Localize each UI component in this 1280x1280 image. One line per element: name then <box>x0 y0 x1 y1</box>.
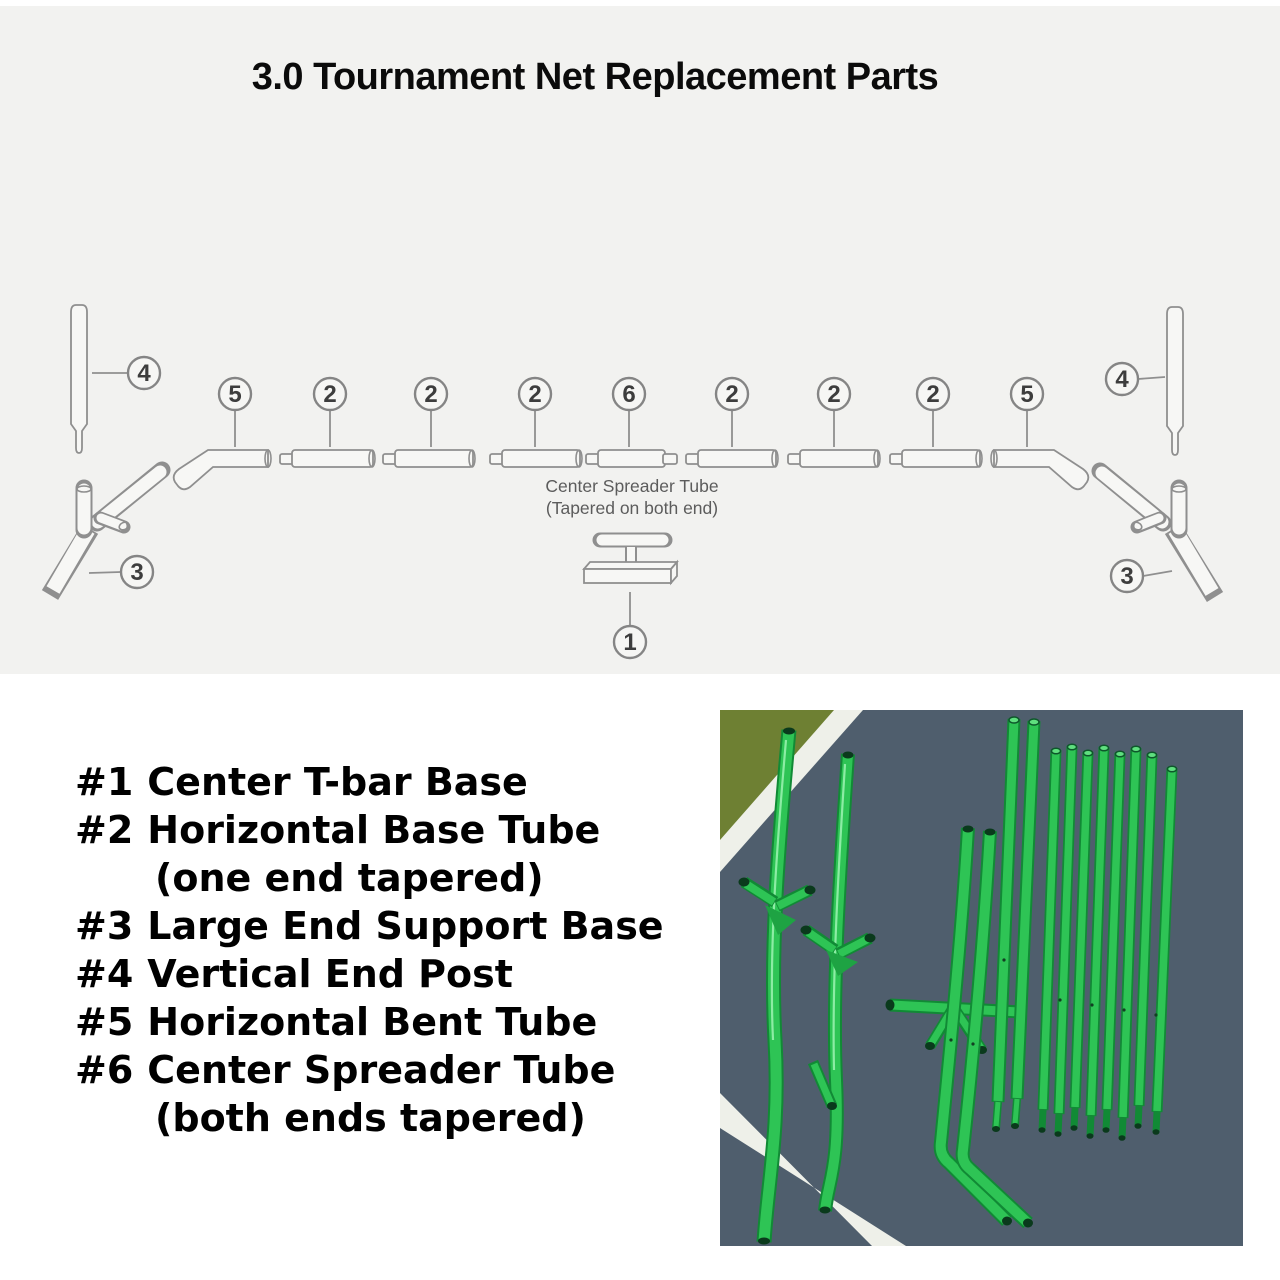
part-name: Horizontal Base Tube <box>147 808 601 852</box>
part-name: Center T-bar Base <box>147 760 528 804</box>
part-name: Center Spreader Tube <box>147 1048 616 1092</box>
parts-list-item: #2 Horizontal Base Tube (one end tapered) <box>75 806 735 902</box>
center-note-line2: (Tapered on both end) <box>546 498 718 518</box>
base-tube <box>382 449 476 468</box>
court-line-top <box>720 710 863 872</box>
tube-bundle <box>949 743 1178 1141</box>
base-tube <box>685 449 779 468</box>
support-base-a <box>738 727 816 1245</box>
part-name: Horizontal Bent Tube <box>147 1000 598 1044</box>
callout-5-left: 5 <box>217 376 253 447</box>
callout-2b: 2 <box>413 376 449 447</box>
center-note-line1: Center Spreader Tube <box>545 476 718 496</box>
part-note: (both ends tapered) <box>155 1096 586 1140</box>
callout-2f: 2 <box>915 376 951 447</box>
parts-list-item: #1 Center T-bar Base <box>75 758 735 806</box>
svg-text:3: 3 <box>1120 563 1133 590</box>
svg-text:2: 2 <box>424 381 437 408</box>
callout-5-right: 5 <box>1009 376 1045 447</box>
part-number: #5 <box>75 1000 134 1044</box>
callout-2a: 2 <box>312 376 348 447</box>
callout-4-left: 4 <box>92 355 162 391</box>
svg-text:3: 3 <box>130 559 143 586</box>
center-spreader-tube <box>585 449 678 468</box>
base-tube <box>489 449 583 468</box>
bundle-tube <box>1037 747 1062 1133</box>
part-number: #2 <box>75 808 134 852</box>
parts-list-item: #4 Vertical End Post <box>75 950 735 998</box>
bundle-tube <box>1133 751 1158 1129</box>
part-number: #4 <box>75 952 134 996</box>
vertical-end-post-right <box>1166 306 1184 456</box>
svg-text:2: 2 <box>528 381 541 408</box>
svg-text:2: 2 <box>725 381 738 408</box>
page-title: 3.0 Tournament Net Replacement Parts <box>251 56 939 98</box>
svg-text:2: 2 <box>926 381 939 408</box>
parts-diagram: Center Spreader Tube (Tapered on both en… <box>41 304 1224 660</box>
base-tube <box>279 449 376 468</box>
callout-2d: 2 <box>714 376 750 447</box>
callout-2c: 2 <box>517 376 553 447</box>
bundle-tube <box>1151 765 1178 1135</box>
part-number: #3 <box>75 904 134 948</box>
horizontal-base-tubes <box>279 449 983 468</box>
svg-text:5: 5 <box>228 381 241 408</box>
horizontal-bent-tube-right <box>990 449 1090 491</box>
callout-4-right: 4 <box>1104 361 1166 397</box>
part-number: #6 <box>75 1048 134 1092</box>
bundle-tube <box>1053 743 1078 1137</box>
callout-1: 1 <box>612 592 648 660</box>
product-photo <box>720 710 1243 1246</box>
part-name: Vertical End Post <box>147 952 513 996</box>
bent-tube-pair <box>933 825 1033 1229</box>
part-number: #1 <box>75 760 134 804</box>
vertical-end-post-left <box>70 304 88 454</box>
parts-list: #1 Center T-bar Base #2 Horizontal Base Tu… <box>75 758 735 1142</box>
callout-3-left: 3 <box>88 554 155 590</box>
callout-6: 6 <box>611 376 647 447</box>
svg-text:2: 2 <box>323 381 336 408</box>
bundle-tube <box>1101 750 1126 1133</box>
svg-text:2: 2 <box>827 381 840 408</box>
svg-text:6: 6 <box>622 381 635 408</box>
callout-2e: 2 <box>816 376 852 447</box>
end-support-base-right <box>1091 462 1224 602</box>
bundle-tube <box>1069 749 1094 1131</box>
svg-text:1: 1 <box>623 629 636 656</box>
support-base-b <box>800 751 876 1214</box>
parts-list-item: #5 Horizontal Bent Tube <box>75 998 735 1046</box>
part-note: (one end tapered) <box>155 856 544 900</box>
callout-3-right: 3 <box>1109 558 1173 594</box>
part-name: Large End Support Base <box>147 904 664 948</box>
svg-text:4: 4 <box>137 360 151 387</box>
base-tube <box>787 449 881 468</box>
base-tube <box>889 449 983 468</box>
parts-list-item: #3 Large End Support Base <box>75 902 735 950</box>
straight-tube-pair <box>991 716 1041 1132</box>
horizontal-bent-tube-left <box>172 449 272 491</box>
parts-list-item: #6 Center Spreader Tube (both ends tapere… <box>75 1046 735 1142</box>
svg-text:5: 5 <box>1020 381 1033 408</box>
svg-text:4: 4 <box>1115 366 1129 393</box>
bundle-tube <box>1117 745 1142 1141</box>
bundle-tube <box>1085 744 1110 1139</box>
end-support-base-left <box>41 461 171 600</box>
center-t-bar-base <box>582 532 679 586</box>
